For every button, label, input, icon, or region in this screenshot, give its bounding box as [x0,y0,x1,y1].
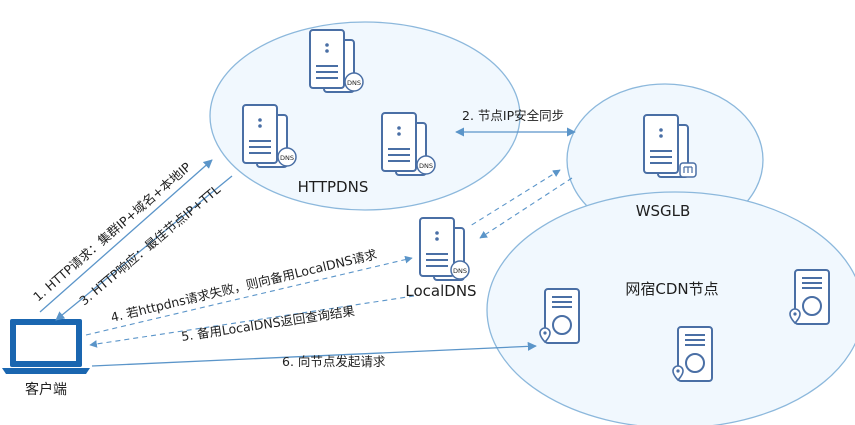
arrow-step-1 [39,159,213,313]
arrow-wsglb-localdns-a [469,169,561,227]
wsglb-label: WSGLB [636,202,691,220]
arrow-step-3 [55,175,233,321]
httpdns-server-icon-right: DNS [381,112,436,176]
localdns-server-icon: DNS [419,217,470,281]
step-6-label: 6. 向节点发起请求 [282,354,386,369]
cdn-server-icon-left [539,288,580,344]
localdns-label: LocalDNS [405,282,476,300]
wsglb-server-icon [643,114,697,178]
shield-icon [344,72,364,92]
cdn-server-icon-right [789,269,830,325]
httpdns-label: HTTPDNS [298,178,369,196]
cdn-server-icon-middle [672,326,713,382]
step-2-label: 2. 节点IP安全同步 [462,108,564,123]
httpdns-server-icon-top: DNS [309,29,364,93]
shield-icon [450,260,470,280]
shield-icon [416,155,436,175]
arrow-step-5 [89,295,415,348]
shield-icon [277,147,297,167]
arrow-step-4 [85,255,413,336]
dns-badge: DNS [280,154,294,162]
step-5-label: 5. 备用LocalDNS返回查询结果 [180,303,356,344]
dns-badge: DNS [419,162,433,170]
httpdns-server-icon-left: DNS [242,104,297,168]
dns-badge: DNS [347,79,361,87]
arrow-wsglb-localdns-b [479,177,573,239]
cdn-cloud [486,191,855,425]
client-label: 客户端 [25,381,67,398]
dns-badge: DNS [453,267,467,275]
arrow-step-6 [91,341,537,367]
laptop-icon [2,319,90,374]
cdn-label: 网宿CDN节点 [625,280,718,298]
